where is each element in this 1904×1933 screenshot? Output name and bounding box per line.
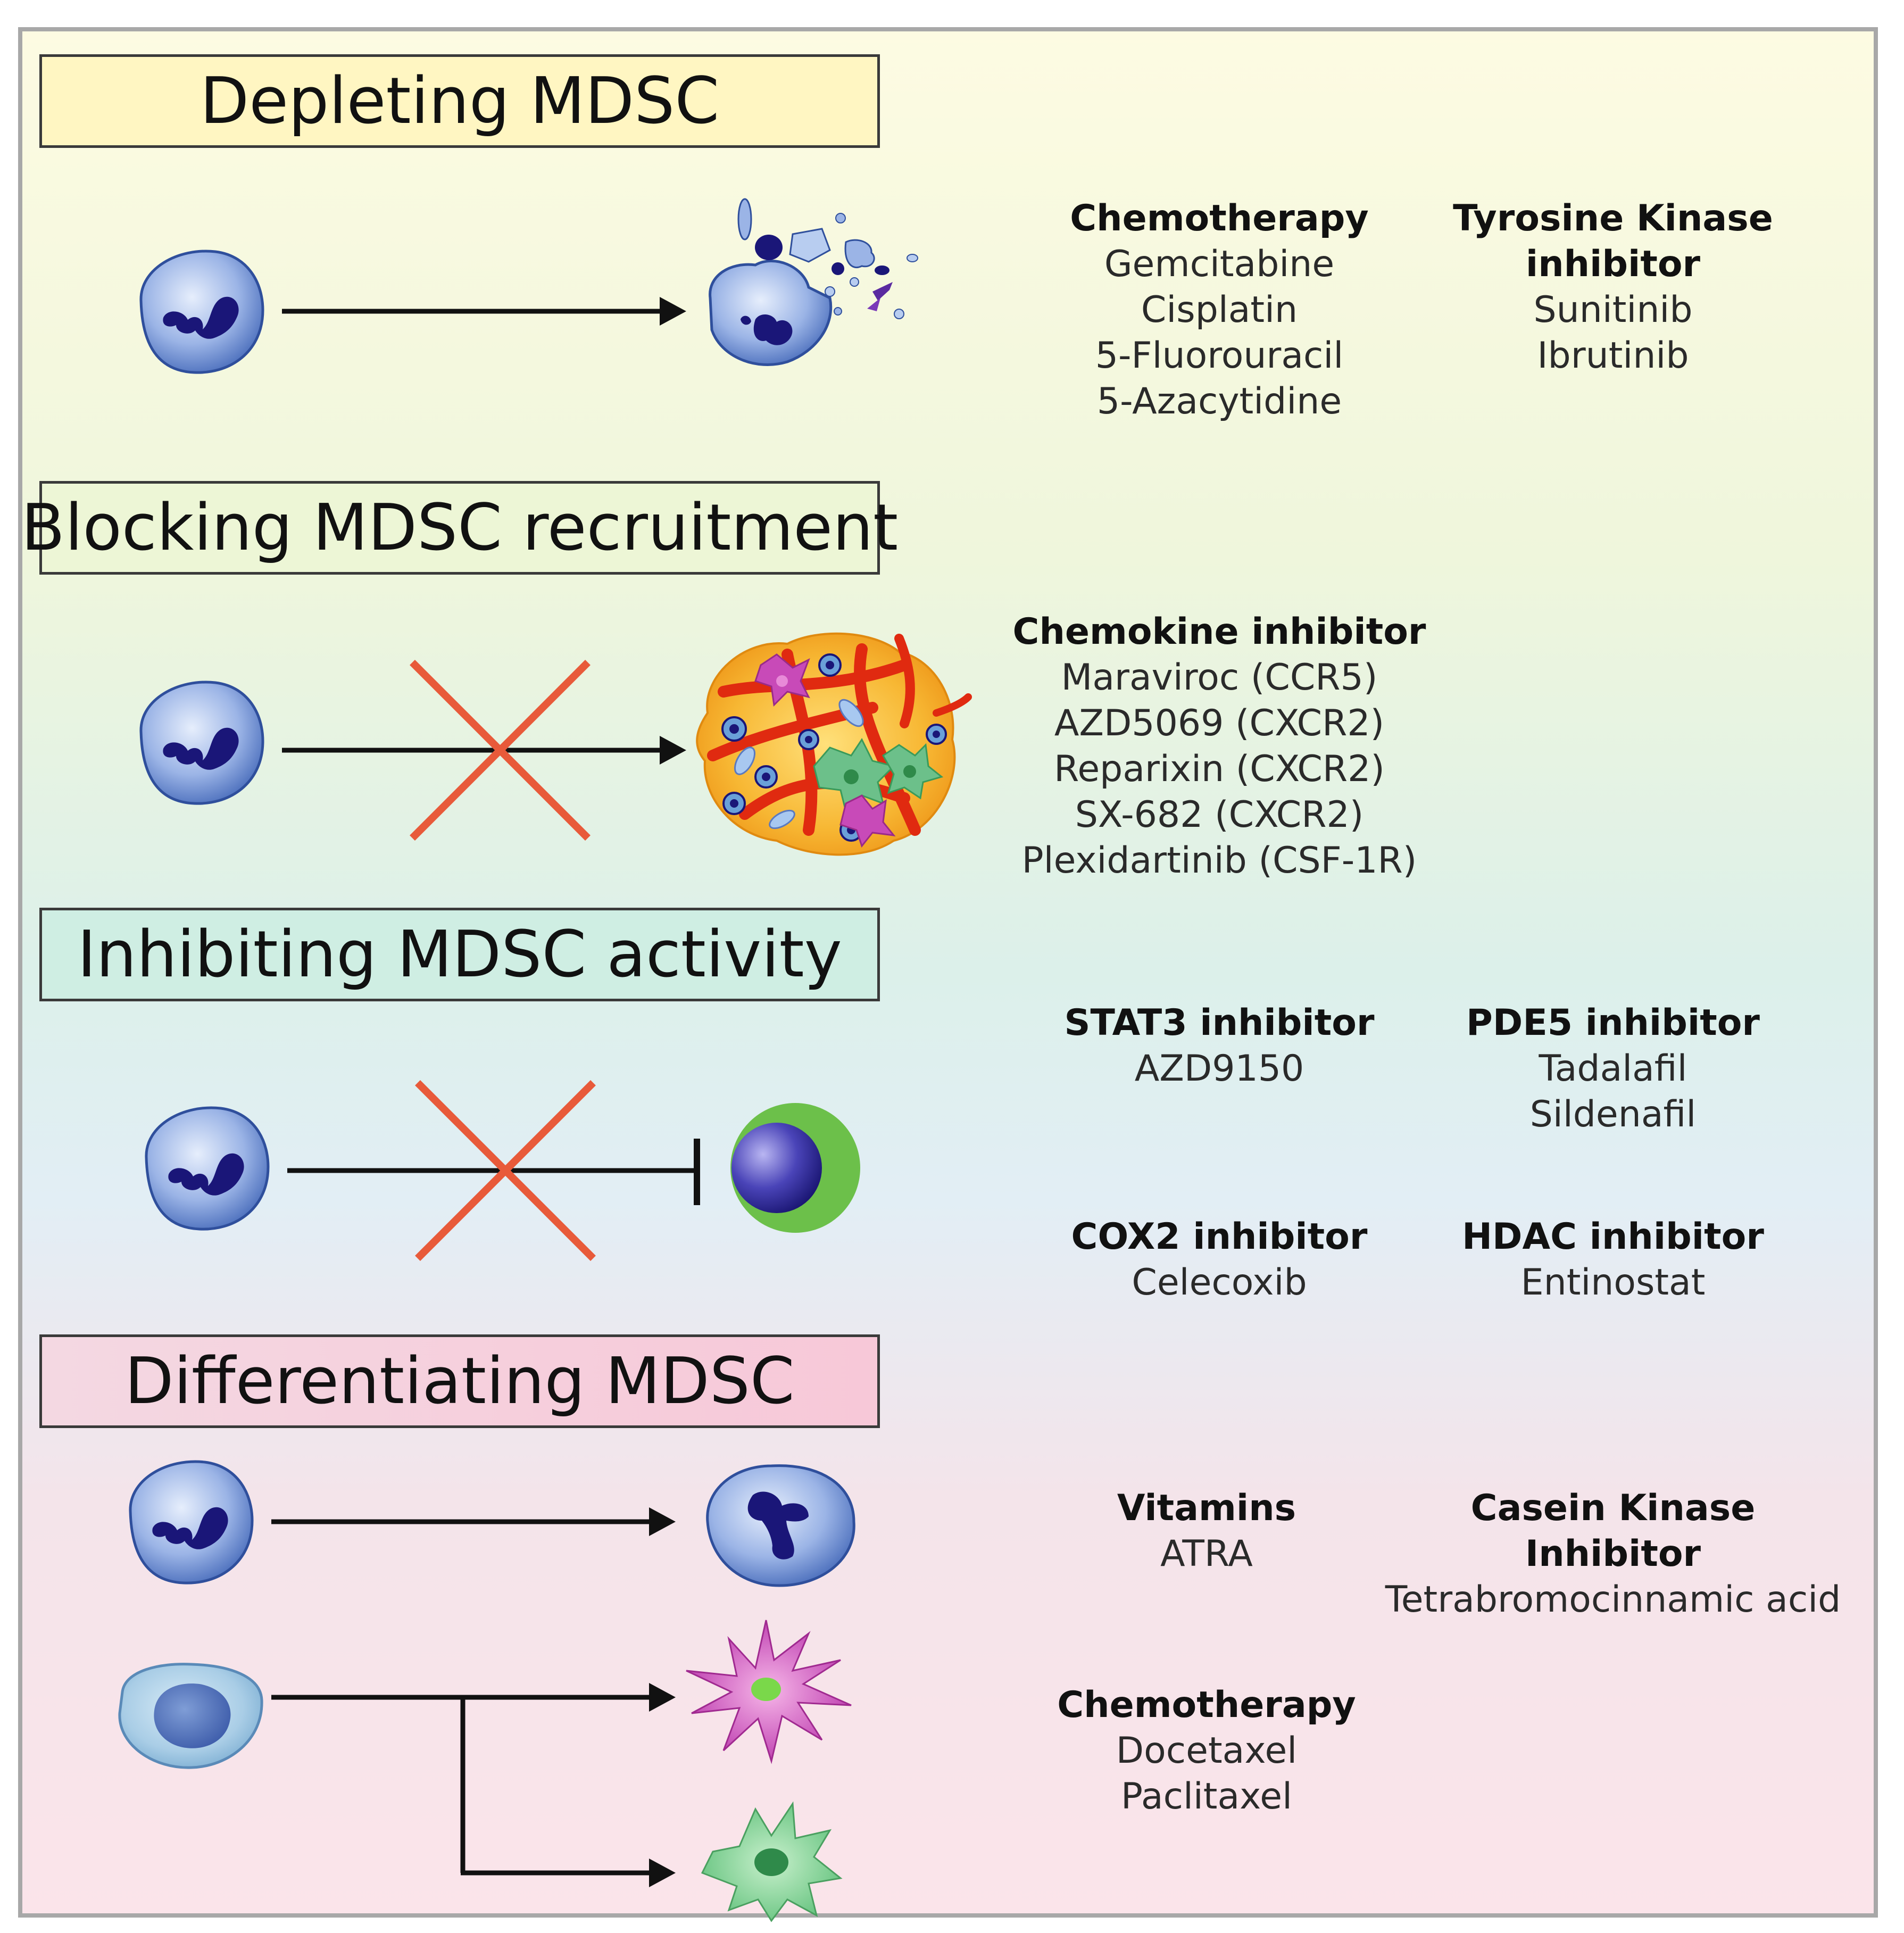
drug-name: Maraviroc (CCR5): [1061, 657, 1378, 699]
arrow-icon: [282, 297, 686, 326]
drug-name: SX-682 (CXCR2): [1075, 794, 1364, 836]
drug-group-tyrosine-kinase-inhibitor: Tyrosine Kinase inhibitor Sunitinib Ibru…: [1453, 196, 1773, 379]
drug-group-title-line: inhibitor: [1525, 243, 1701, 285]
drug-group-hdac-inhibitor: HDAC inhibitor Entinostat: [1462, 1214, 1764, 1306]
section-title: Depleting MDSC: [199, 64, 720, 138]
macrophage-icon: [701, 1801, 843, 1922]
drug-name: Tetrabromocinnamic acid: [1385, 1579, 1841, 1621]
t-cell-icon: [730, 1103, 860, 1233]
drug-group-title: Chemotherapy: [1070, 197, 1369, 239]
drug-name: Tadalafil: [1539, 1048, 1687, 1090]
drug-group-pde5-inhibitor: PDE5 inhibitor Tadalafil Sildenafil: [1466, 1000, 1760, 1138]
mdsc-cell-icon: [130, 1462, 252, 1583]
drug-name: Celecoxib: [1132, 1262, 1307, 1304]
drug-group-title-line: Tyrosine Kinase: [1453, 197, 1773, 239]
section-header-inhibiting: Inhibiting MDSC activity: [39, 908, 880, 1001]
drug-name: Plexidartinib (CSF-1R): [1021, 840, 1417, 882]
section-title: Blocking MDSC recruitment: [21, 491, 899, 565]
drug-name: 5-Fluorouracil: [1095, 335, 1344, 377]
drug-group-chemotherapy: Chemotherapy Gemcitabine Cisplatin 5-Flu…: [1070, 196, 1368, 425]
drug-name: AZD9150: [1134, 1048, 1304, 1090]
drug-name: Cisplatin: [1141, 289, 1298, 331]
section-header-depleting: Depleting MDSC: [39, 54, 880, 148]
drug-group-title-line: Casein Kinase: [1470, 1487, 1756, 1529]
mdsc-cell-icon: [146, 1108, 268, 1229]
drug-name: Docetaxel: [1116, 1730, 1298, 1772]
drug-group-title: Chemokine inhibitor: [1012, 611, 1426, 653]
drug-group-title: PDE5 inhibitor: [1466, 1002, 1760, 1044]
drug-group-casein-kinase-inhibitor: Casein Kinase Inhibitor Tetrabromocinnam…: [1385, 1486, 1841, 1623]
tumor-mass-icon: [696, 632, 972, 856]
drug-name: Entinostat: [1520, 1262, 1706, 1304]
drug-group-chemotherapy-differentiation: Chemotherapy Docetaxel Paclitaxel: [1057, 1682, 1356, 1820]
drug-group-title: Chemotherapy: [1057, 1684, 1356, 1726]
blocked-arrow-icon: [282, 660, 686, 841]
drug-group-title: Vitamins: [1117, 1487, 1296, 1529]
drug-group-title: COX2 inhibitor: [1071, 1216, 1368, 1258]
drug-name: 5-Azacytidine: [1096, 380, 1342, 422]
drug-group-vitamins: Vitamins ATRA: [1117, 1486, 1296, 1577]
drug-name: Paclitaxel: [1120, 1776, 1292, 1818]
drug-group-stat3-inhibitor: STAT3 inhibitor AZD9150: [1065, 1000, 1375, 1092]
mature-neutrophil-icon: [706, 1464, 855, 1587]
drug-group-chemokine-inhibitor: Chemokine inhibitor Maraviroc (CCR5) AZD…: [1013, 609, 1426, 884]
drug-group-title: HDAC inhibitor: [1462, 1216, 1764, 1258]
drug-name: Sunitinib: [1533, 289, 1693, 331]
section-title: Inhibiting MDSC activity: [77, 917, 842, 992]
drug-name: Sildenafil: [1529, 1093, 1697, 1135]
arrow-icon: [271, 1507, 676, 1536]
fragmented-cell-icon: [709, 198, 918, 366]
drug-name: Reparixin (CXCR2): [1054, 748, 1385, 790]
blocked-inhibition-icon: [287, 1080, 700, 1261]
drug-name: Gemcitabine: [1104, 243, 1335, 285]
monocytic-mdsc-icon: [118, 1663, 263, 1769]
section-title: Differentiating MDSC: [124, 1344, 795, 1418]
section-header-blocking: Blocking MDSC recruitment: [21, 481, 898, 575]
drug-name: Ibrutinib: [1537, 335, 1689, 377]
drug-group-cox2-inhibitor: COX2 inhibitor Celecoxib: [1071, 1214, 1368, 1306]
drug-name: AZD5069 (CXCR2): [1054, 702, 1385, 744]
section-header-differentiating: Differentiating MDSC: [39, 1334, 880, 1428]
drug-group-title-line: Inhibitor: [1525, 1533, 1701, 1575]
mdsc-cell-icon: [141, 682, 263, 803]
drug-name: ATRA: [1160, 1533, 1253, 1575]
dendritic-cell-icon: [686, 1620, 852, 1764]
drug-group-title: STAT3 inhibitor: [1064, 1002, 1375, 1044]
branch-arrow-icon: [271, 1683, 676, 1887]
mdsc-cell-icon: [141, 251, 263, 372]
